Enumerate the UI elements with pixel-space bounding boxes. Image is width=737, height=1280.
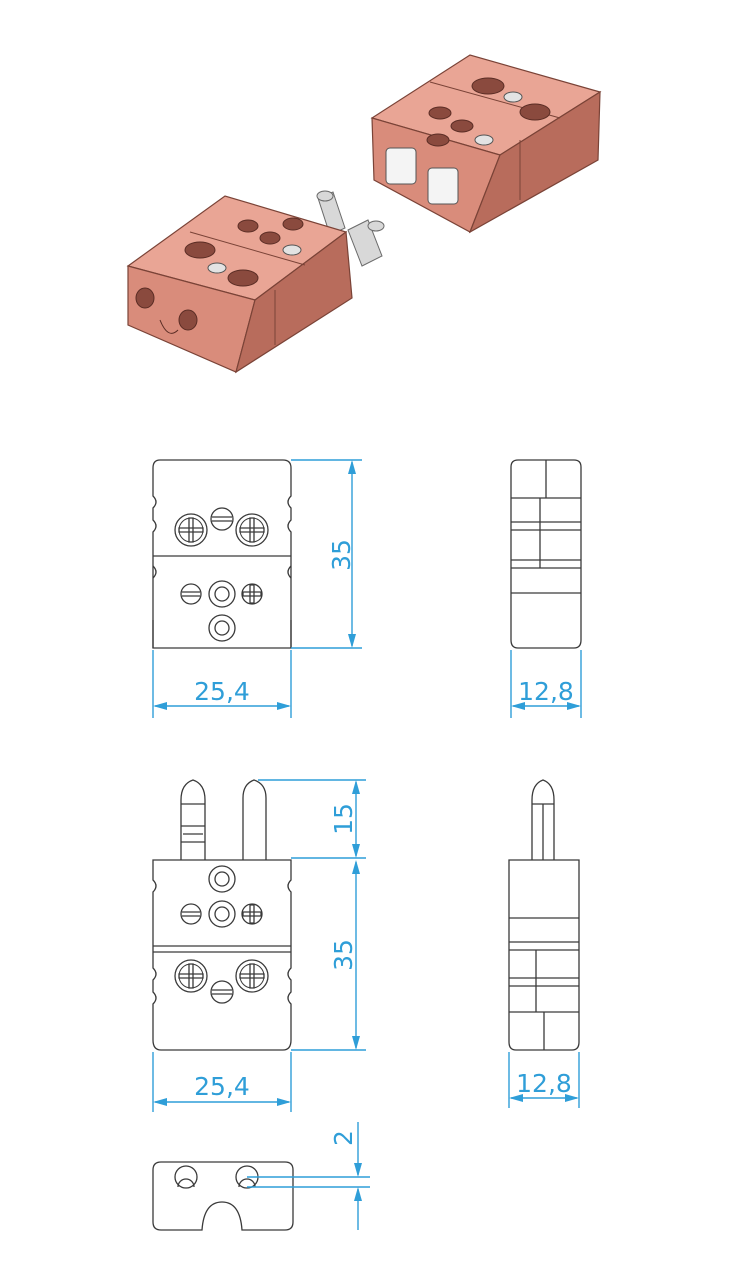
plug-end-view [152,1161,294,1231]
dim-label-top-height: 35 [327,539,356,571]
dim-label-top-width: 25,4 [194,677,250,706]
dim-label-bottom-side-width: 12,8 [516,1069,572,1098]
pin-right [242,779,267,860]
dim-label-bottom-height: 35 [329,939,358,971]
dim-top-height: 35 [291,459,362,649]
isometric-render [126,54,602,374]
screw-left [174,513,208,547]
female-socket-3d [370,54,602,234]
male-plug-3d [126,190,385,374]
slot-screw-center [210,507,234,531]
dim-bottom-side-width: 12,8 [508,1052,580,1108]
socket-front-view [152,459,292,649]
socket-side-view [510,459,582,649]
dim-label-top-side-width: 12,8 [518,677,574,706]
plug-side-view [508,779,580,1051]
dim-bottom-height: 35 [291,860,366,1051]
dim-pin-length: 15 [258,779,366,859]
dim-label-pin-length: 15 [329,803,358,835]
dim-label-bottom-width: 25,4 [194,1072,250,1101]
dim-label-pin-offset: 2 [329,1130,358,1146]
dim-top-width: 25,4 [152,650,292,718]
plug-front-view [152,779,292,1051]
screw-right [235,513,269,547]
pin-left [180,779,206,860]
dim-top-side-width: 12,8 [510,650,582,718]
dim-pin-offset: 2 [247,1122,370,1230]
dim-bottom-width: 25,4 [152,1052,292,1112]
